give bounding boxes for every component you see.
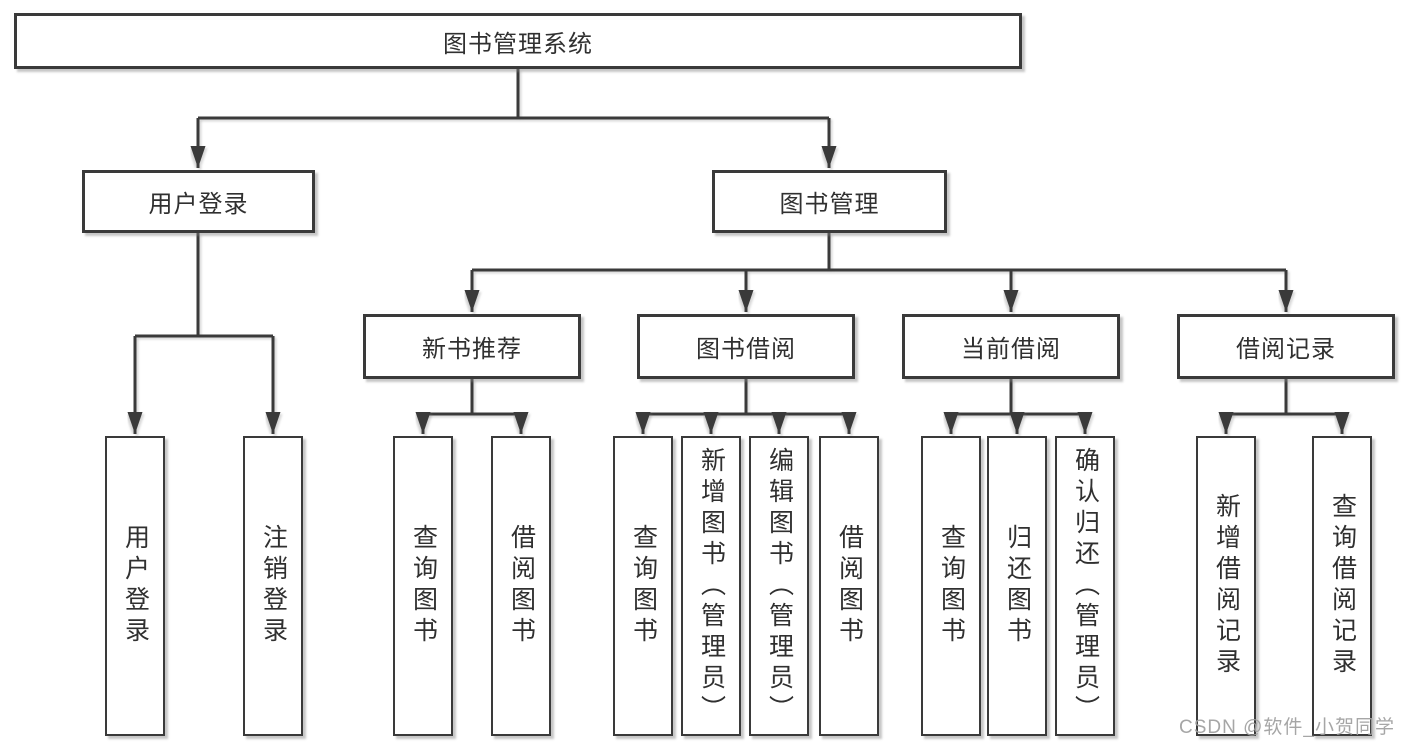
node-book-management: 图书管理 xyxy=(712,170,947,233)
node-user-login: 用户登录 xyxy=(82,170,315,233)
leaf-confirm-return-admin: 确认归还（管理员） xyxy=(1055,436,1115,736)
node-borrowing-records: 借阅记录 xyxy=(1177,314,1395,379)
leaf-add-book-admin: 新增图书（管理员） xyxy=(681,436,741,736)
node-current-borrowing: 当前借阅 xyxy=(902,314,1120,379)
node-new-book-recommendation: 新书推荐 xyxy=(363,314,581,379)
watermark-csdn: CSDN @软件_小贺同学 xyxy=(1179,717,1395,738)
leaf-borrow-books-recommend: 借阅图书 xyxy=(491,436,551,736)
node-book-borrowing: 图书借阅 xyxy=(637,314,855,379)
leaf-query-books-recommend: 查询图书 xyxy=(393,436,453,736)
leaf-query-borrow-record: 查询借阅记录 xyxy=(1312,436,1372,736)
node-library-system: 图书管理系统 xyxy=(14,13,1022,69)
leaf-query-books-borrow: 查询图书 xyxy=(613,436,673,736)
leaf-logout-login: 注销登录 xyxy=(243,436,303,736)
leaf-add-borrow-record: 新增借阅记录 xyxy=(1196,436,1256,736)
leaf-edit-book-admin: 编辑图书（管理员） xyxy=(749,436,809,736)
leaf-borrow-books-borrow: 借阅图书 xyxy=(819,436,879,736)
leaf-query-books-current: 查询图书 xyxy=(921,436,981,736)
leaf-user-login: 用户登录 xyxy=(105,436,165,736)
leaf-return-books: 归还图书 xyxy=(987,436,1047,736)
